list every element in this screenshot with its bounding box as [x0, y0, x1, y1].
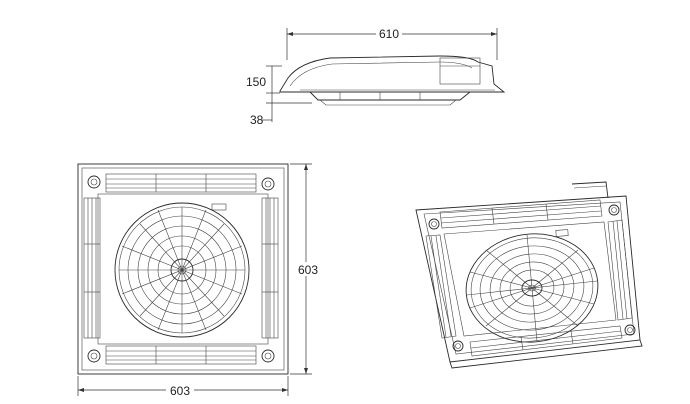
fan-grille-perspective	[465, 233, 599, 343]
fan-grille-top	[114, 202, 250, 338]
perspective-view	[415, 181, 643, 369]
dimension-label-side-flange: 38	[250, 113, 264, 127]
dimension-label-side-width: 610	[379, 27, 399, 41]
side-view: 610 150 38	[246, 26, 506, 127]
dimension-label-top-height: 603	[298, 263, 318, 277]
top-view: 603 603	[77, 163, 324, 398]
dimension-label-top-width: 603	[170, 384, 190, 398]
dimension-label-side-height: 150	[246, 75, 266, 89]
